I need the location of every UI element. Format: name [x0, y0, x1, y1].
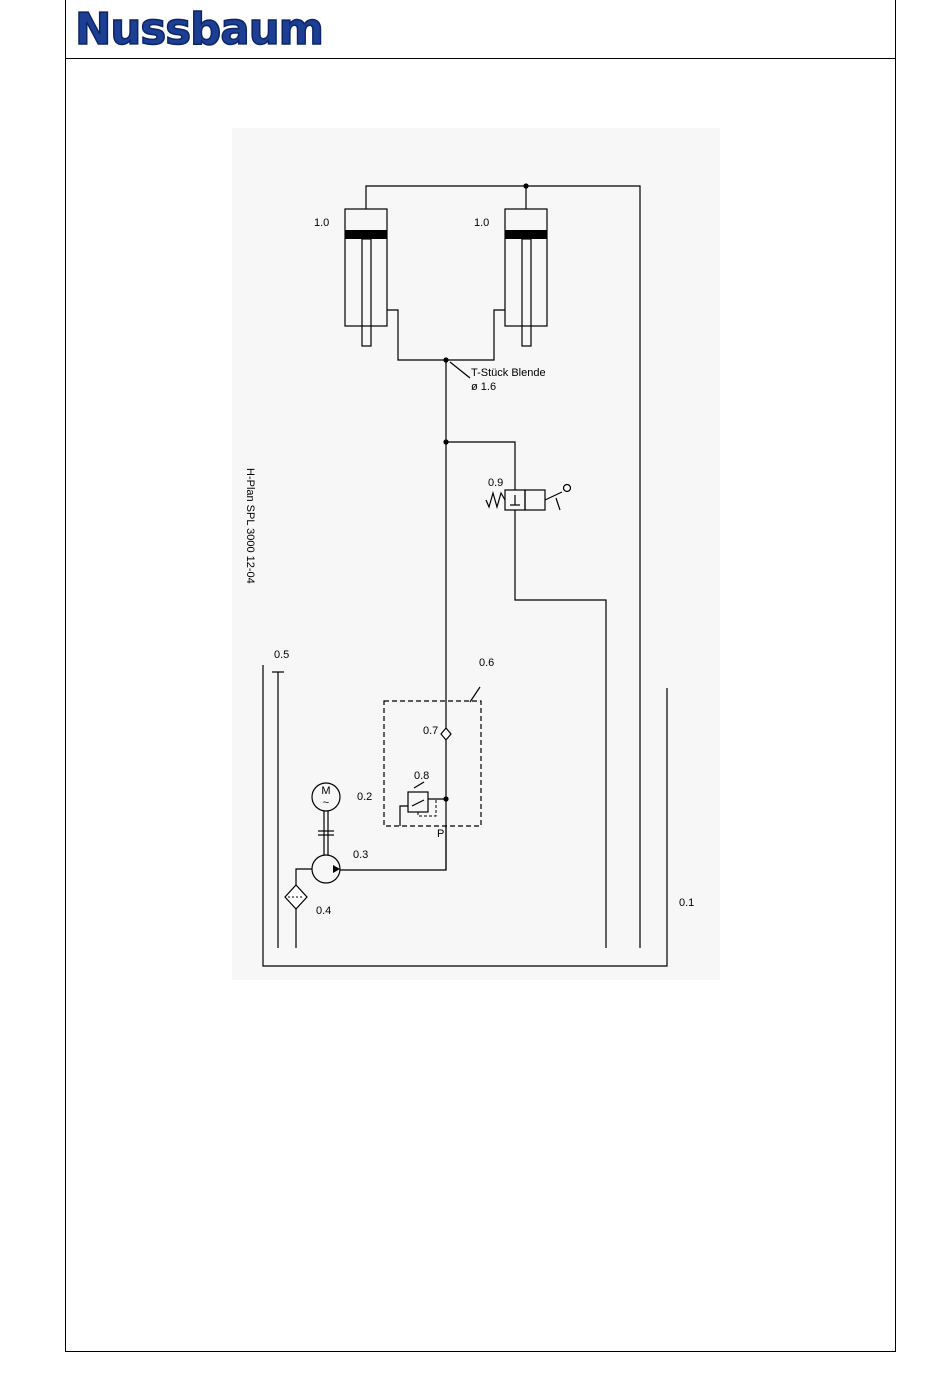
label-valve-09: 0.9	[488, 477, 503, 489]
label-check-07: 0.7	[423, 725, 438, 737]
label-pump-03: 0.3	[353, 849, 368, 861]
label-tank-01: 0.1	[679, 897, 694, 909]
motor-symbol-text: M	[321, 785, 330, 797]
label-tank-05: 0.5	[274, 649, 289, 661]
motor-tilde-text: ~	[323, 797, 329, 809]
scan-background	[232, 128, 720, 980]
label-block-06: 0.6	[479, 657, 494, 669]
label-filter-04: 0.4	[316, 905, 331, 917]
label-tee-1: T-Stück Blende	[471, 367, 546, 379]
label-port-p: P	[437, 828, 444, 840]
label-tee-2: ø 1.6	[471, 381, 496, 393]
label-cyl-right: 1.0	[474, 217, 489, 229]
diagram-vertical-title: H-Plan SPL 3000 12-04	[244, 468, 256, 584]
label-cyl-left: 1.0	[314, 217, 329, 229]
label-relief-08: 0.8	[414, 770, 429, 782]
label-motor-02: 0.2	[357, 791, 372, 803]
